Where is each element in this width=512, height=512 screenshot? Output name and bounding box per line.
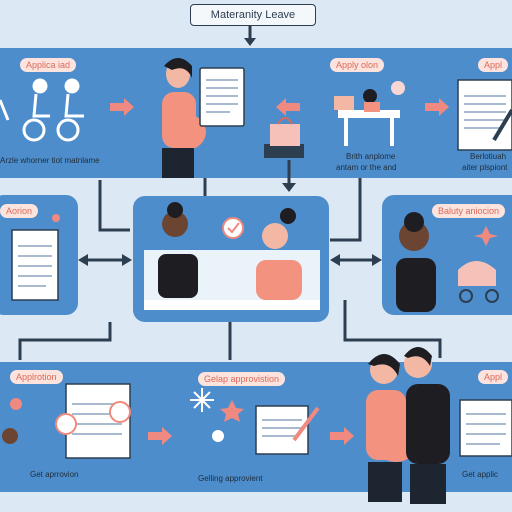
wheel-icon bbox=[22, 118, 46, 142]
pink-arrow-3 bbox=[425, 98, 449, 116]
pink-arrow-2 bbox=[276, 98, 300, 116]
arrow-right-mid2 bbox=[372, 254, 382, 266]
person-head-icon bbox=[32, 78, 48, 94]
connector-right-bottom bbox=[343, 300, 442, 358]
bottom-mid-icons bbox=[190, 388, 320, 455]
wheelchair-icons bbox=[0, 78, 84, 142]
flower-icon bbox=[52, 214, 60, 222]
desk-laptop-figure bbox=[334, 81, 405, 146]
connector-lines bbox=[18, 24, 442, 360]
laptop-icon bbox=[334, 96, 354, 110]
top-panel bbox=[0, 48, 512, 178]
caption-top-right-2: aiter plspiont bbox=[462, 163, 508, 172]
label-mid-right: Baluty aniocion bbox=[432, 204, 506, 218]
pen-icon bbox=[292, 406, 320, 442]
check-circle-icon bbox=[55, 413, 77, 435]
star-icon-2 bbox=[220, 400, 244, 422]
caption-top-mid-2: antam or the and bbox=[336, 163, 397, 172]
connector-left-bottom bbox=[18, 322, 112, 360]
label-mid-left: Aorion bbox=[0, 204, 39, 218]
arrow-left-mid2 bbox=[330, 254, 340, 266]
notepad-pencil-icon bbox=[457, 79, 512, 151]
label-bot-mid: Gelap approvistion bbox=[198, 372, 286, 386]
baby-icon bbox=[2, 428, 18, 444]
bottom-left-clipboard-icon bbox=[2, 383, 131, 459]
woman-stroller-figure bbox=[396, 212, 499, 312]
label-top-mid: Apply olon bbox=[330, 58, 385, 72]
label-top-left: Applica iad bbox=[20, 58, 77, 72]
arrow-right-mid bbox=[122, 254, 132, 266]
caption-top-mid-1: Brith anplome bbox=[346, 152, 396, 161]
connector-right-top bbox=[330, 178, 362, 242]
heart-circle-icon bbox=[109, 401, 131, 423]
arrow-left-mid bbox=[78, 254, 88, 266]
arrow-down-title bbox=[244, 38, 256, 46]
checkmark-badge-icon bbox=[222, 217, 244, 239]
arrow-heads bbox=[78, 38, 382, 266]
person-head-icon-2 bbox=[64, 78, 80, 94]
pink-arrow-5 bbox=[330, 427, 354, 445]
person-body-icon-2 bbox=[64, 93, 84, 118]
caption-top-right-1: Berlotiuah bbox=[470, 152, 507, 161]
connector-left-top bbox=[98, 180, 130, 232]
person-body-icon bbox=[32, 93, 50, 118]
caption-bot-left: Get aprrovion bbox=[30, 470, 79, 479]
page-title: Materanity Leave bbox=[190, 4, 316, 26]
snowflake-icon bbox=[190, 388, 214, 412]
shopping-bag-icon bbox=[264, 117, 304, 158]
pink-arrow-1 bbox=[110, 98, 134, 116]
clipboard-icon bbox=[199, 67, 245, 127]
bottom-right-document-icon bbox=[459, 399, 512, 457]
caption-bot-mid: Gelling approvient bbox=[198, 474, 263, 483]
arrow-down-center bbox=[282, 183, 296, 192]
partial-figure-icon bbox=[0, 99, 10, 121]
wheel-icon-2 bbox=[56, 118, 80, 142]
label-bot-left: Applrotion bbox=[10, 370, 63, 384]
person-small-icon bbox=[212, 430, 224, 442]
star-icon bbox=[474, 226, 498, 246]
leaf-icon bbox=[10, 398, 22, 410]
label-bot-right: Appl bbox=[478, 370, 509, 384]
stroller-icon bbox=[458, 261, 496, 286]
heart-badge-icon bbox=[391, 81, 405, 95]
pink-arrow-4 bbox=[148, 427, 172, 445]
mid-left-clipboard-icon bbox=[11, 214, 60, 301]
couple-figure bbox=[366, 347, 450, 504]
pink-arrows bbox=[110, 98, 449, 445]
pregnant-woman-clipboard-figure bbox=[162, 58, 245, 178]
caption-top-left: Arzle whorner tiot matnlame bbox=[0, 156, 100, 165]
consultation-scene bbox=[144, 202, 320, 310]
caption-bot-right: Get applic bbox=[462, 470, 499, 479]
label-top-right: Appl bbox=[478, 58, 509, 72]
